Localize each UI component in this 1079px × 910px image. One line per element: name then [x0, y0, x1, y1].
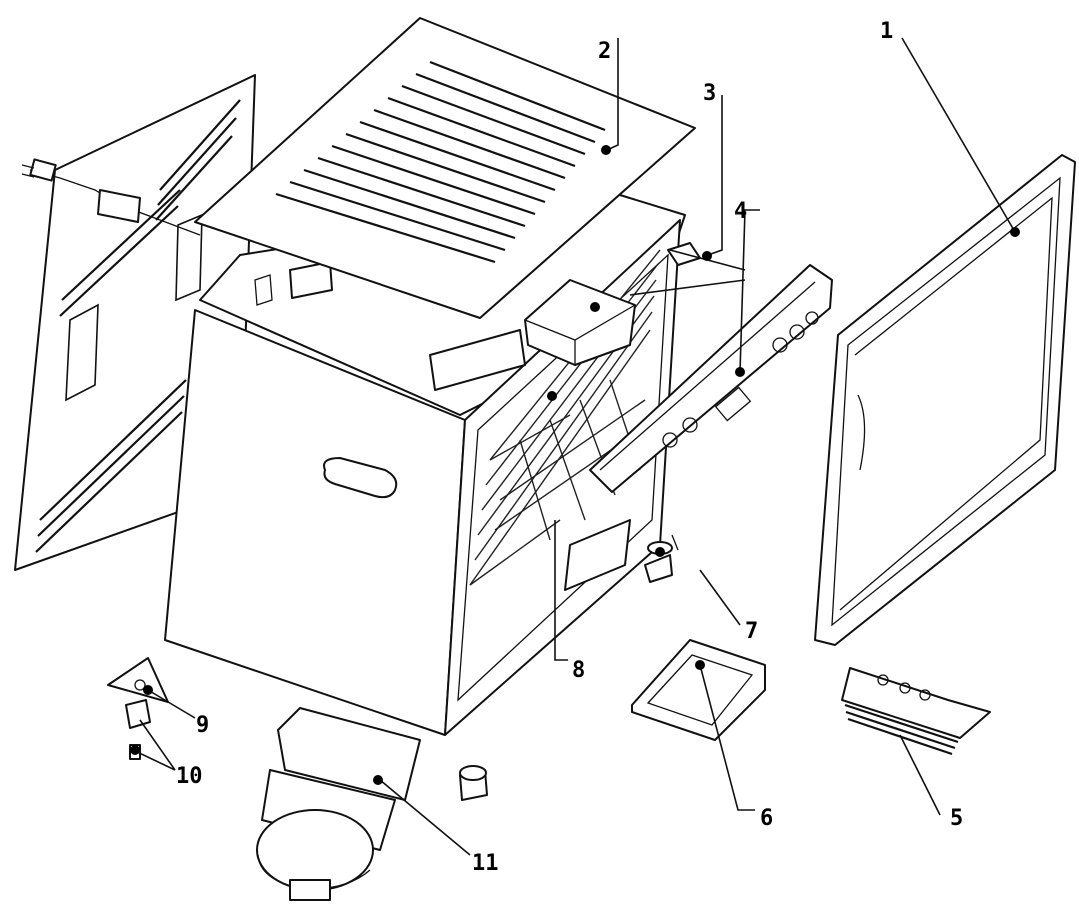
callout-10: 10 [176, 764, 203, 789]
callout-1: 1 [880, 19, 893, 44]
control-box [524, 242, 701, 366]
callout-8: 8 [572, 658, 585, 683]
callout-2: 2 [598, 39, 611, 64]
callout-6: 6 [760, 806, 773, 831]
top-cover [194, 17, 696, 319]
callout-5: 5 [950, 806, 963, 831]
leveling-foot [644, 534, 679, 583]
callout-3: 3 [703, 81, 716, 106]
callout-7: 7 [745, 619, 758, 644]
fan-assembly [256, 707, 421, 901]
leader-lines [132, 37, 1016, 856]
callout-labels: 1 2 3 4 5 6 7 8 9 10 11 [176, 19, 963, 876]
corner-bracket [107, 657, 169, 760]
callout-9: 9 [196, 713, 209, 738]
callout-11: 11 [472, 851, 499, 876]
callout-4: 4 [734, 199, 747, 224]
door [814, 154, 1076, 646]
power-cord [21, 158, 201, 236]
foot-cap [459, 765, 488, 801]
heat-sink [841, 667, 991, 756]
drip-tray [631, 639, 766, 741]
control-panel [589, 264, 833, 493]
callout-dots [130, 145, 1020, 785]
